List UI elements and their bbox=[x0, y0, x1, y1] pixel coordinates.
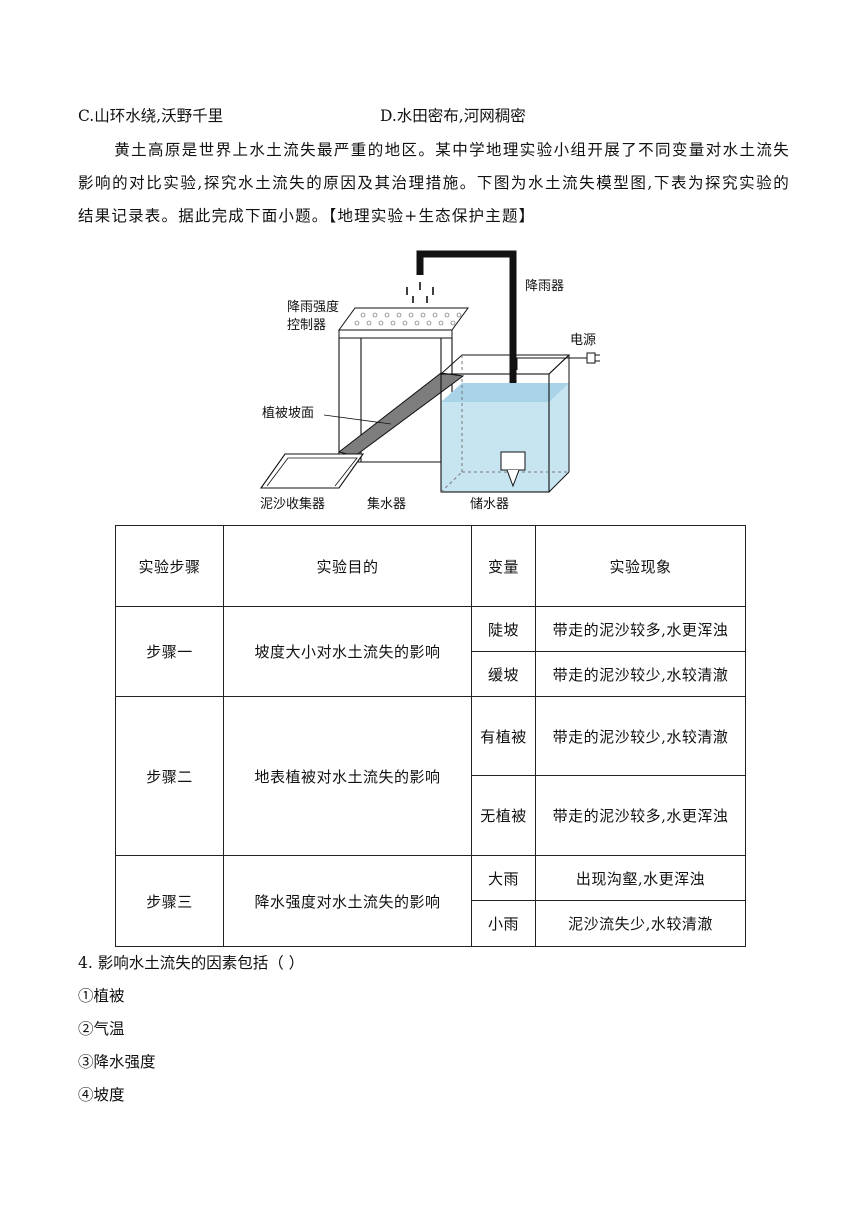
header-purpose: 实验目的 bbox=[223, 525, 472, 607]
rain-pipe bbox=[416, 250, 517, 458]
purpose-cell: 坡度大小对水土流失的影响 bbox=[223, 606, 472, 697]
reservoir-tank bbox=[439, 354, 571, 493]
soil-erosion-model-figure: 降雨强度 控制器 降雨器 电源 植被坡面 泥沙收集器 集水器 储水器 bbox=[259, 250, 600, 511]
power-plug bbox=[586, 352, 596, 364]
table-header-row: 实验步骤 实验目的 变量 实验现象 bbox=[115, 525, 746, 607]
label-slope: 植被坡面 bbox=[262, 405, 314, 420]
power-cable bbox=[516, 357, 587, 370]
variable-cell: 小雨 bbox=[471, 900, 536, 947]
step-cell: 步骤一 bbox=[115, 606, 224, 697]
table-row: 步骤一 坡度大小对水土流失的影响 陡坡 带走的泥沙较多,水更浑浊 bbox=[115, 606, 746, 697]
label-sediment-collector: 泥沙收集器 bbox=[260, 496, 325, 511]
label-water-collector: 集水器 bbox=[367, 496, 406, 511]
table-row: 无植被 带走的泥沙较多,水更浑浊 bbox=[116, 775, 746, 856]
variable-cell: 无植被 bbox=[471, 775, 536, 856]
label-power: 电源 bbox=[570, 332, 596, 347]
option-c: C.山环水绕,沃野千里 bbox=[78, 107, 224, 125]
results-table: 实验步骤 实验目的 变量 实验现象 步骤一 坡度大小对水土流失的影响 陡坡 带走… bbox=[115, 525, 746, 947]
question-option: ②气温 bbox=[78, 1020, 125, 1038]
result-cell: 出现沟壑,水更浑浊 bbox=[535, 855, 746, 901]
intro-paragraph: 黄土高原是世界上水土流失最严重的地区。某中学地理实验小组开展了不同变量对水土流失… bbox=[78, 134, 790, 233]
label-reservoir: 储水器 bbox=[470, 496, 509, 511]
purpose-cell: 降水强度对水土流失的影响 bbox=[223, 855, 472, 947]
question-stem: 4. 影响水土流失的因素包括（ ） bbox=[78, 954, 305, 972]
step-cell: 步骤三 bbox=[115, 855, 224, 947]
table-row: 步骤二 地表植被对水土流失的影响 有植被 带走的泥沙较少,水较清澈 bbox=[115, 696, 746, 856]
intro-text: 黄土高原是世界上水土流失最严重的地区。某中学地理实验小组开展了不同变量对水土流失… bbox=[78, 141, 790, 225]
label-rain-controller-1: 降雨强度 bbox=[287, 299, 339, 314]
result-cell: 带走的泥沙较少,水较清澈 bbox=[535, 651, 746, 697]
header-result: 实验现象 bbox=[535, 525, 746, 607]
result-cell: 带走的泥沙较多,水更浑浊 bbox=[535, 606, 746, 652]
variable-cell: 大雨 bbox=[471, 855, 536, 901]
result-cell: 带走的泥沙较多,水更浑浊 bbox=[535, 775, 746, 856]
table-row: 小雨 泥沙流失少,水较清澈 bbox=[116, 900, 746, 947]
variable-cell: 陡坡 bbox=[471, 606, 536, 652]
header-variable: 变量 bbox=[471, 525, 536, 607]
result-cell: 带走的泥沙较少,水较清澈 bbox=[535, 696, 746, 776]
label-rain-controller-2: 控制器 bbox=[287, 317, 326, 332]
result-cell: 泥沙流失少,水较清澈 bbox=[535, 900, 746, 947]
header-step: 实验步骤 bbox=[115, 525, 224, 607]
table-row: 步骤三 降水强度对水土流失的影响 大雨 出现沟壑,水更浑浊 bbox=[115, 855, 746, 947]
purpose-cell: 地表植被对水土流失的影响 bbox=[223, 696, 472, 856]
rain-drops bbox=[406, 282, 434, 303]
variable-cell: 有植被 bbox=[471, 696, 536, 776]
controller-holes bbox=[354, 312, 462, 326]
question-option: ③降水强度 bbox=[78, 1053, 156, 1071]
question-option: ④坡度 bbox=[78, 1086, 125, 1104]
pump bbox=[500, 451, 526, 471]
table-row: 缓坡 带走的泥沙较少,水较清澈 bbox=[116, 651, 746, 697]
variable-cell: 缓坡 bbox=[471, 651, 536, 697]
sediment-collector-tray bbox=[259, 453, 365, 489]
option-d: D.水田密布,河网稠密 bbox=[380, 107, 526, 125]
step-cell: 步骤二 bbox=[115, 696, 224, 856]
label-rain-device: 降雨器 bbox=[525, 278, 564, 293]
question-option: ①植被 bbox=[78, 987, 125, 1005]
